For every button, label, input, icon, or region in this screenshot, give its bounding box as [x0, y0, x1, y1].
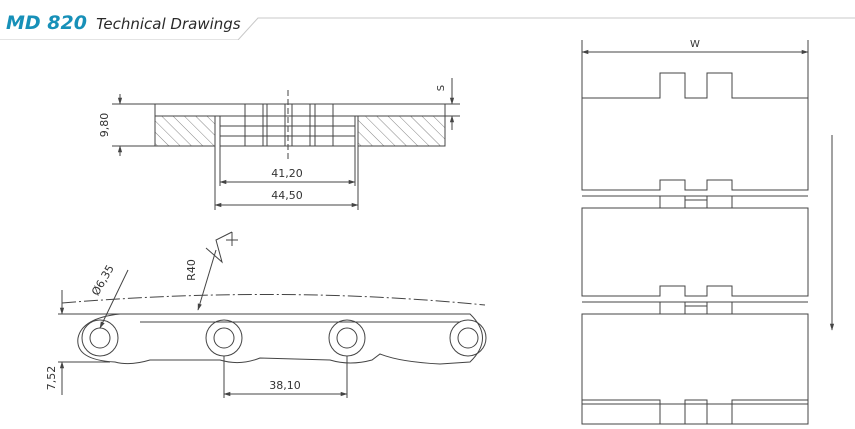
page-header: MD 820 Technical Drawings — [0, 0, 855, 40]
plan-view — [581, 40, 835, 425]
left-hatch — [154, 115, 216, 147]
side-view — [58, 231, 487, 398]
plate-3 — [581, 313, 809, 425]
dim-hole-diameter: Ø6,35 — [89, 263, 117, 298]
dim-link-height: 7,52 — [45, 366, 58, 391]
dim-outer-width: 44,50 — [271, 189, 303, 202]
plate-1 — [581, 72, 809, 191]
pin-3 — [328, 319, 366, 357]
page-title: MD 820 Technical Drawings — [6, 12, 241, 34]
dim-radius: R40 — [185, 259, 198, 281]
cross-section-view — [112, 78, 460, 210]
dim-inner-width: 41,20 — [271, 167, 303, 180]
chain-link-outline — [77, 313, 483, 365]
top-plate — [154, 103, 446, 117]
dim-plate-width: W — [690, 39, 700, 50]
model-name: MD 820 — [6, 12, 87, 34]
dim-height: 9,80 — [98, 113, 111, 138]
header-rule — [0, 17, 855, 40]
plate-2 — [581, 207, 809, 297]
title-subtitle: Technical Drawings — [96, 15, 241, 33]
dim-thickness: S — [436, 85, 447, 91]
pin-2 — [205, 319, 243, 357]
dim-pitch: 38,10 — [269, 379, 301, 392]
right-hatch — [357, 115, 446, 147]
pin-1 — [81, 319, 119, 357]
pin-4 — [449, 319, 487, 357]
